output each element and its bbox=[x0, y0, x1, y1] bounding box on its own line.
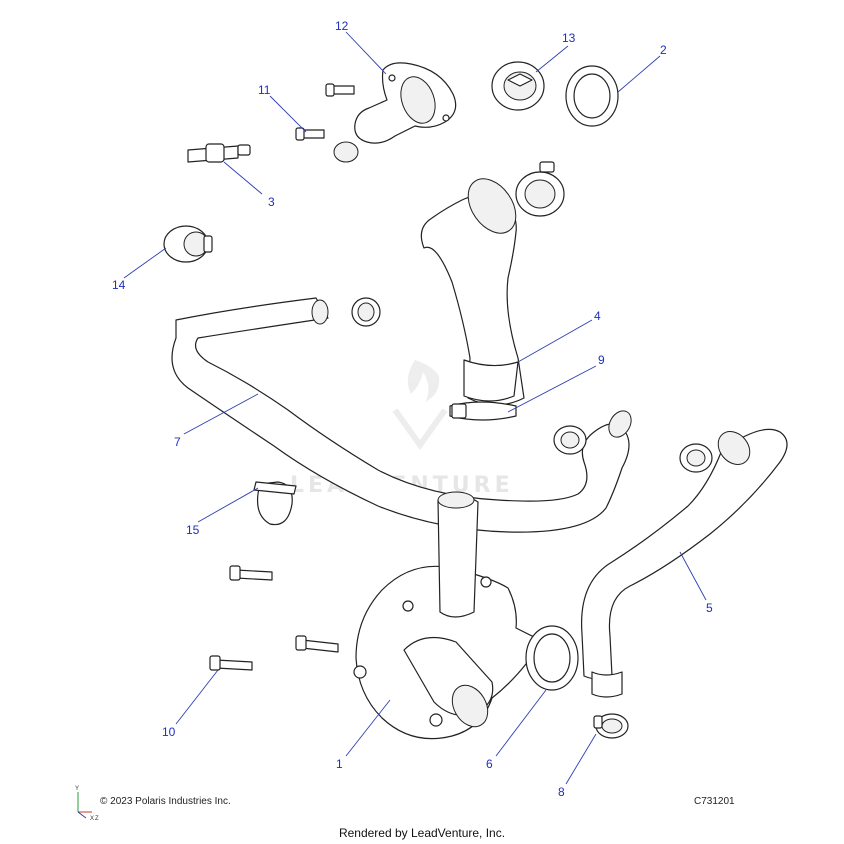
part-band-clamp-15 bbox=[253, 481, 297, 526]
callout-4: 4 bbox=[594, 309, 601, 323]
callout-1: 1 bbox=[336, 757, 343, 771]
part-bolts-10 bbox=[209, 565, 339, 671]
callout-15: 15 bbox=[186, 523, 200, 537]
part-water-pump bbox=[353, 491, 539, 740]
part-clamps-tube bbox=[351, 297, 587, 455]
part-seal-ring bbox=[565, 65, 619, 127]
part-upper-hose bbox=[420, 178, 525, 406]
diagram-code: C731201 bbox=[694, 796, 735, 807]
callout-5: 5 bbox=[706, 601, 713, 615]
part-gasket-ring bbox=[525, 625, 579, 691]
callout-13: 13 bbox=[562, 31, 576, 45]
part-clamp-upper bbox=[515, 161, 565, 217]
callout-2: 2 bbox=[660, 43, 667, 57]
callout-11: 11 bbox=[258, 83, 271, 97]
part-temperature-sensor bbox=[187, 143, 251, 163]
axis-label-y: Y bbox=[75, 786, 79, 792]
callouts: 12 13 2 11 3 14 4 9 7 15 5 10 1 6 8 bbox=[112, 19, 713, 799]
callout-14: 14 bbox=[112, 278, 126, 292]
part-clamp-8 bbox=[593, 713, 629, 739]
callout-9: 9 bbox=[598, 353, 605, 367]
part-bolts-11 bbox=[295, 83, 355, 141]
leader-lines bbox=[123, 31, 707, 785]
axis-triad: Y X Z bbox=[75, 786, 99, 822]
part-hose-clamp-9 bbox=[449, 401, 517, 421]
part-clamp-14 bbox=[163, 225, 213, 263]
callout-7: 7 bbox=[174, 435, 181, 449]
callout-12: 12 bbox=[335, 19, 349, 33]
part-thermostat bbox=[491, 61, 545, 111]
part-thermostat-housing bbox=[333, 62, 457, 163]
callout-10: 10 bbox=[162, 725, 176, 739]
axis-label-x: X bbox=[90, 816, 94, 822]
axis-label-z: Z bbox=[95, 816, 99, 822]
copyright-notice: © 2023 Polaris Industries Inc. bbox=[100, 796, 231, 807]
callout-8: 8 bbox=[558, 785, 565, 799]
part-lower-hose bbox=[580, 428, 788, 698]
callout-6: 6 bbox=[486, 757, 493, 771]
callout-3: 3 bbox=[268, 195, 275, 209]
render-credit: Rendered by LeadVenture, Inc. bbox=[338, 826, 506, 840]
part-bypass-tube bbox=[171, 297, 632, 533]
